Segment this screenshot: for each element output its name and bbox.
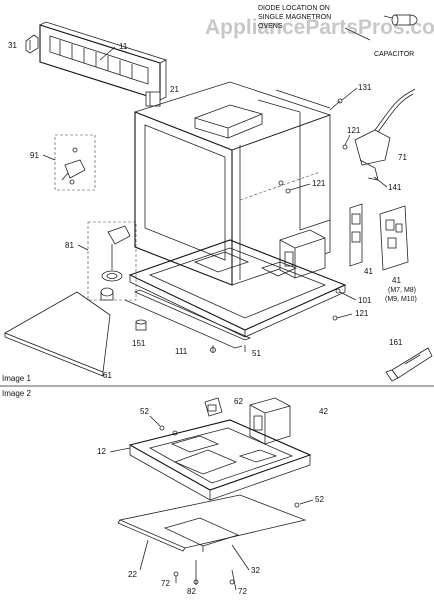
part-101-screw: [335, 288, 341, 294]
diode-note-line2: SINGLE MAGNETRON: [258, 14, 331, 21]
part-42-label: 42: [319, 407, 328, 416]
diode-note-line1: DIODE LOCATION ON: [258, 5, 330, 12]
part-22-leader: [139, 539, 149, 571]
part-12-base-plate: [128, 419, 312, 501]
part-52a-label: 52: [140, 407, 149, 416]
part-32-drawing: [163, 517, 240, 552]
part-51-rail: [124, 289, 252, 349]
part-72b-screw: [229, 579, 235, 585]
part-32-leader: [231, 544, 250, 571]
part-111-label: 111: [175, 347, 188, 356]
part-31-drawing: [25, 34, 39, 54]
part-72-screw: [173, 571, 179, 577]
part-61-label: 61: [103, 371, 112, 380]
part-32-label: 32: [251, 566, 260, 575]
part-121c-screw: [332, 315, 338, 321]
part-121c-leader: [336, 313, 353, 319]
part-11-control-panel: [39, 21, 168, 101]
part-52b-leader: [299, 499, 314, 505]
image1-label: Image 1: [2, 374, 31, 383]
part-52a-leader: [149, 415, 161, 427]
part-121b-screw-2: [278, 180, 284, 186]
part-62-drawing: [204, 397, 223, 417]
part-22-label: 22: [128, 570, 137, 579]
part-21-drawing: [145, 91, 161, 107]
part-121b-leader: [289, 183, 311, 191]
part-21-label: 21: [170, 85, 179, 94]
part-131-screw: [329, 98, 343, 111]
part-41-note2: (M9, M10): [385, 296, 417, 303]
part-41-note1: (M7, M8): [388, 287, 416, 294]
part-121a-label: 121: [347, 126, 361, 135]
image2-label: Image 2: [2, 389, 31, 398]
capacitor-drawing: [383, 14, 418, 26]
part-81-leader: [77, 244, 89, 251]
part-141-leader: [373, 176, 388, 188]
part-101-leader: [339, 291, 357, 301]
part-151-label: 151: [132, 339, 146, 348]
part-121c-label: 121: [355, 309, 369, 318]
part-161-label: 161: [389, 338, 403, 347]
part-42-transformer: [249, 397, 291, 445]
part-131-leader: [341, 87, 358, 101]
part-121a-leader: [344, 134, 351, 146]
part-12-leader: [109, 447, 131, 453]
part-82-label: 82: [187, 587, 196, 596]
part-141-drawing: [359, 159, 379, 181]
part-12-label: 12: [97, 447, 106, 456]
part-81-drawing: [87, 221, 137, 301]
base-plate-drawing: [128, 239, 347, 338]
part-161-grease-tube: [385, 347, 433, 382]
part-72-label: 72: [161, 579, 170, 588]
part-91-label: 91: [30, 151, 39, 160]
part-71-label: 71: [398, 153, 407, 162]
part-151-drawing: [135, 319, 147, 331]
part-91-leader: [42, 154, 56, 161]
part-11-leader: [99, 46, 116, 61]
part-52a-screw-1: [159, 425, 165, 431]
part-121a-screw: [342, 144, 348, 150]
part-52b-label: 52: [315, 495, 324, 504]
oven-cavity-drawing: [134, 81, 332, 286]
part-141-label: 141: [388, 183, 402, 192]
part-72b-leader: [231, 569, 237, 591]
part-41-label: 41: [364, 267, 373, 276]
part-121b-label: 121: [312, 179, 326, 188]
part-52b-screw: [294, 502, 300, 508]
part-81-label: 81: [65, 241, 74, 250]
part-22-bottom-panel: [117, 494, 307, 552]
part-41-drawing: [349, 203, 409, 271]
part-91-drawing: [54, 134, 96, 191]
part-51-label: 51: [252, 349, 261, 358]
part-72b-label: 72: [238, 587, 247, 596]
part-131-label: 131: [358, 83, 372, 92]
part-31-label: 31: [8, 41, 17, 50]
part-111-screw: [210, 345, 216, 353]
part-61-tray: [4, 291, 111, 377]
part-121b-screw-1: [285, 188, 291, 194]
part-62-label: 62: [234, 397, 243, 406]
part-101-label: 101: [358, 296, 372, 305]
capacitor-label: CAPACITOR: [374, 51, 414, 58]
diode-leader: [344, 27, 371, 41]
part-41b-label: 41: [392, 276, 401, 285]
part-11-label: 11: [119, 42, 128, 51]
watermark: AppliancePartsPros.com: [205, 16, 434, 39]
diode-note-line3: OVENS: [258, 23, 283, 30]
